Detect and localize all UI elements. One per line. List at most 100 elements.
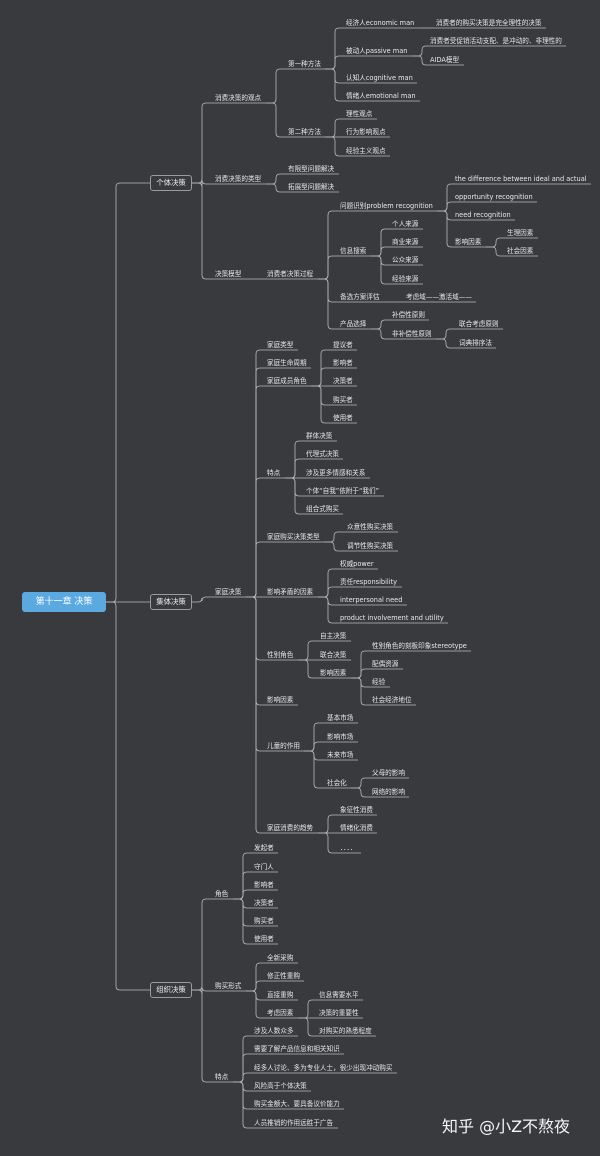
node-g2-b1[interactable]: 购买形式 xyxy=(215,982,242,990)
node-g2-b1-1[interactable]: 修正性重购 xyxy=(267,972,300,980)
node-g1-b0-4[interactable]: 家庭购买决策类型 xyxy=(267,533,320,541)
node-g0-b2-0-1[interactable]: 信息搜索 xyxy=(340,247,367,255)
node-g1-b0-8-0[interactable]: 基本市场 xyxy=(327,714,354,722)
node-g0-b0[interactable]: 消费决策的观点 xyxy=(215,94,262,102)
node-g1-b0-3-3[interactable]: 个体“自我”依附于“我们” xyxy=(306,487,380,495)
node-g0-b0-1[interactable]: 第二种方法 xyxy=(288,128,321,136)
node-g1-b0-9-1[interactable]: 情绪化消费 xyxy=(340,824,373,832)
node-g1-b0-8-3[interactable]: 社会化 xyxy=(327,779,347,787)
node-g2-b0[interactable]: 角色 xyxy=(215,890,229,898)
node-g1-b0-2-3[interactable]: 购买者 xyxy=(333,396,353,404)
node-g2-b2-1[interactable]: 需要了解产品信息和相关知识 xyxy=(254,1045,340,1053)
root-node[interactable]: 第十一章 决策 xyxy=(22,592,106,612)
node-g1-b0-2-2[interactable]: 决策者 xyxy=(333,377,353,385)
node-g0-b2-0-0-3[interactable]: 影响因素 xyxy=(455,238,482,246)
node-g1-b0-8-3-0[interactable]: 父母的影响 xyxy=(372,769,405,777)
node-g0-b2-0-1-0[interactable]: 个人来源 xyxy=(392,220,419,228)
node-g1-b0-8-1[interactable]: 影响市场 xyxy=(327,733,354,741)
group-node-0[interactable]: 个体决策 xyxy=(150,175,192,191)
node-g2-b1-3-1[interactable]: 决策的重要性 xyxy=(319,1009,359,1017)
node-g0-b0-0-0[interactable]: 经济人economic man xyxy=(346,19,415,27)
node-g0-b2-0-0-3-0[interactable]: 生理因素 xyxy=(507,229,534,237)
node-g1-b0-7[interactable]: 影响因素 xyxy=(267,696,294,704)
node-g1-b0-2[interactable]: 家庭成员角色 xyxy=(267,377,307,385)
node-g1-b0-4-1[interactable]: 调节性购买决策 xyxy=(347,542,394,550)
node-g2-b2-3[interactable]: 风险高于个体决策 xyxy=(254,1082,307,1090)
node-g1-b0-1[interactable]: 家庭生命周期 xyxy=(267,359,307,367)
group-node-2[interactable]: 组织决策 xyxy=(150,982,192,998)
node-g1-b0-5[interactable]: 影响矛盾的因素 xyxy=(267,588,314,596)
node-g1-b0-3-1[interactable]: 代理式决策 xyxy=(306,450,339,458)
node-g2-b1-3-2[interactable]: 对购买的熟悉程度 xyxy=(319,1027,372,1035)
node-g2-b0-5[interactable]: 使用者 xyxy=(254,935,274,943)
node-g0-b0-0-1-0[interactable]: 消费者受促销活动支配、是冲动的、非理性的 xyxy=(430,37,562,45)
node-g1-b0-6-0[interactable]: 自主决策 xyxy=(320,632,347,640)
node-g0-b1[interactable]: 消费决策的类型 xyxy=(215,175,262,183)
node-g0-b2-0-0-2[interactable]: need recognition xyxy=(455,211,511,219)
node-g0-b0-1-2[interactable]: 经验主义观点 xyxy=(346,147,386,155)
node-g0-b2-0-1-1[interactable]: 商业来源 xyxy=(392,238,419,246)
group-node-1[interactable]: 集体决策 xyxy=(150,594,192,610)
node-g1-b0-6-2-2[interactable]: 经验 xyxy=(372,678,386,686)
node-g2-b0-3[interactable]: 决策者 xyxy=(254,899,274,907)
node-g0-b0-1-0[interactable]: 理性观点 xyxy=(346,110,373,118)
node-g2-b1-3-0[interactable]: 信息需要水平 xyxy=(319,991,359,999)
node-g0-b2-0[interactable]: 消费者决策过程 xyxy=(267,270,314,278)
node-g0-b2-0-3-1-0[interactable]: 联合考虑原则 xyxy=(459,320,499,328)
node-g1-b0-3-4[interactable]: 组合式购买 xyxy=(306,505,339,513)
node-g2-b1-2[interactable]: 直接重购 xyxy=(267,991,294,999)
node-g0-b2-0-3[interactable]: 产品选择 xyxy=(340,320,367,328)
node-g2-b0-4[interactable]: 购买者 xyxy=(254,917,274,925)
node-g1-b0-5-1[interactable]: 责任responsibility xyxy=(340,578,398,586)
node-g0-b0-0-1-1[interactable]: AIDA模型 xyxy=(430,56,460,64)
node-g0-b0-0[interactable]: 第一种方法 xyxy=(288,60,321,68)
node-g0-b2-0-1-3[interactable]: 经验来源 xyxy=(392,275,419,283)
node-g1-b0-3-2[interactable]: 涉及更多情感和关系 xyxy=(306,469,366,477)
node-g0-b1-1[interactable]: 拓展型问题解决 xyxy=(288,183,335,191)
node-g2-b0-2[interactable]: 影响者 xyxy=(254,881,274,889)
node-g1-b0-2-4[interactable]: 使用者 xyxy=(333,414,353,422)
node-g2-b0-1[interactable]: 守门人 xyxy=(254,863,274,871)
node-g2-b2[interactable]: 特点 xyxy=(215,1073,229,1081)
node-g1-b0-2-1[interactable]: 影响者 xyxy=(333,359,353,367)
node-g1-b0-5-3[interactable]: product involvement and utility xyxy=(340,614,444,622)
node-g1-b0-8[interactable]: 儿童的作用 xyxy=(267,742,300,750)
node-g1-b0-3[interactable]: 特点 xyxy=(267,469,281,477)
node-g1-b0-8-3-1[interactable]: 网络的影响 xyxy=(372,788,405,796)
node-g1-b0-3-0[interactable]: 群体决策 xyxy=(306,432,333,440)
node-g1-b0-6-1[interactable]: 联合决策 xyxy=(320,651,347,659)
node-g0-b2-0-0-3-1[interactable]: 社会因素 xyxy=(507,247,534,255)
node-g2-b1-3[interactable]: 考虑因素 xyxy=(267,1009,294,1017)
node-g1-b0-8-2[interactable]: 未来市场 xyxy=(327,751,354,759)
node-g0-b2-0-0-1[interactable]: opportunity recognition xyxy=(455,193,533,201)
node-g2-b2-2[interactable]: 经多人讨论、多为专业人士，很少出现冲动购买 xyxy=(254,1064,393,1072)
node-g0-b2-0-2[interactable]: 备选方案评估 xyxy=(340,293,380,301)
node-g0-b0-1-1[interactable]: 行为影响观点 xyxy=(346,128,386,136)
node-g0-b2-0-0-0[interactable]: the difference between ideal and actual xyxy=(455,175,587,183)
node-g0-b2-0-1-2[interactable]: 公众来源 xyxy=(392,256,419,264)
node-g1-b0-2-0[interactable]: 提议者 xyxy=(333,341,353,349)
node-g0-b2-0-3-1-1[interactable]: 词典排序法 xyxy=(459,339,492,347)
node-g1-b0-6-2-0[interactable]: 性别角色的刻板印象stereotype xyxy=(372,642,467,650)
node-g0-b2-0-3-1[interactable]: 非补偿性原则 xyxy=(392,330,432,338)
node-g1-b0[interactable]: 家庭决策 xyxy=(215,588,242,596)
node-g2-b2-0[interactable]: 涉及人数众多 xyxy=(254,1027,294,1035)
node-g1-b0-5-0[interactable]: 权威power xyxy=(340,560,374,568)
node-g0-b1-0[interactable]: 有限型问题解决 xyxy=(288,165,335,173)
node-g1-b0-0[interactable]: 家庭类型 xyxy=(267,341,294,349)
node-g1-b0-9[interactable]: 家庭消费的趋势 xyxy=(267,824,314,832)
node-g1-b0-6-2[interactable]: 影响因素 xyxy=(320,669,347,677)
node-g1-b0-4-0[interactable]: 众意性购买决策 xyxy=(347,523,394,531)
node-g1-b0-5-2[interactable]: interpersonal need xyxy=(340,596,403,604)
node-g0-b0-0-2[interactable]: 认知人cognitive man xyxy=(346,74,413,82)
node-g1-b0-6[interactable]: 性别角色 xyxy=(267,651,294,659)
node-g1-b0-9-0[interactable]: 象征性消费 xyxy=(340,806,373,814)
node-g0-b0-0-1[interactable]: 被动人passive man xyxy=(346,47,408,55)
node-g2-b0-0[interactable]: 发起者 xyxy=(254,844,274,852)
node-g0-b2-0-3-0[interactable]: 补偿性原则 xyxy=(392,311,425,319)
node-g2-b2-5[interactable]: 人员推销的作用远胜于广告 xyxy=(254,1119,334,1127)
node-g0-b0-0-3[interactable]: 情绪人emotional man xyxy=(346,92,416,100)
node-g2-b2-4[interactable]: 购买金额大、要具备议价能力 xyxy=(254,1100,340,1108)
node-g0-b2-0-0[interactable]: 问题识别problem recognition xyxy=(340,202,433,210)
node-g1-b0-6-2-3[interactable]: 社会经济地位 xyxy=(372,696,412,704)
